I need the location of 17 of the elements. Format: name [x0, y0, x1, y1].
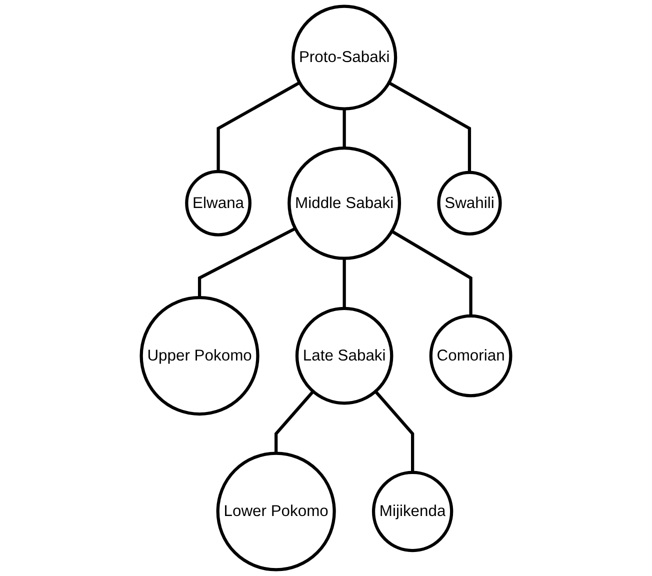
- node-circle: Upper Pokomo: [140, 296, 260, 416]
- node-circle: Proto-Sabaki: [292, 4, 398, 110]
- node-circle: Middle Sabaki: [288, 146, 402, 260]
- connector: [216, 81, 300, 172]
- connector: [391, 230, 472, 316]
- connector: [274, 390, 314, 454]
- connector: [342, 258, 346, 308]
- node-circle: Elwana: [185, 170, 252, 236]
- node-circle: Comorian: [429, 314, 512, 398]
- node-circle: Swahili: [437, 170, 502, 236]
- connector: [388, 81, 472, 172]
- node-circle: Late Sabaki: [295, 306, 394, 405]
- connector: [374, 390, 414, 472]
- node-circle: Lower Pokomo: [216, 452, 336, 572]
- node-circle: Mijikenda: [372, 470, 454, 552]
- connector: [342, 108, 346, 148]
- connector: [198, 227, 296, 298]
